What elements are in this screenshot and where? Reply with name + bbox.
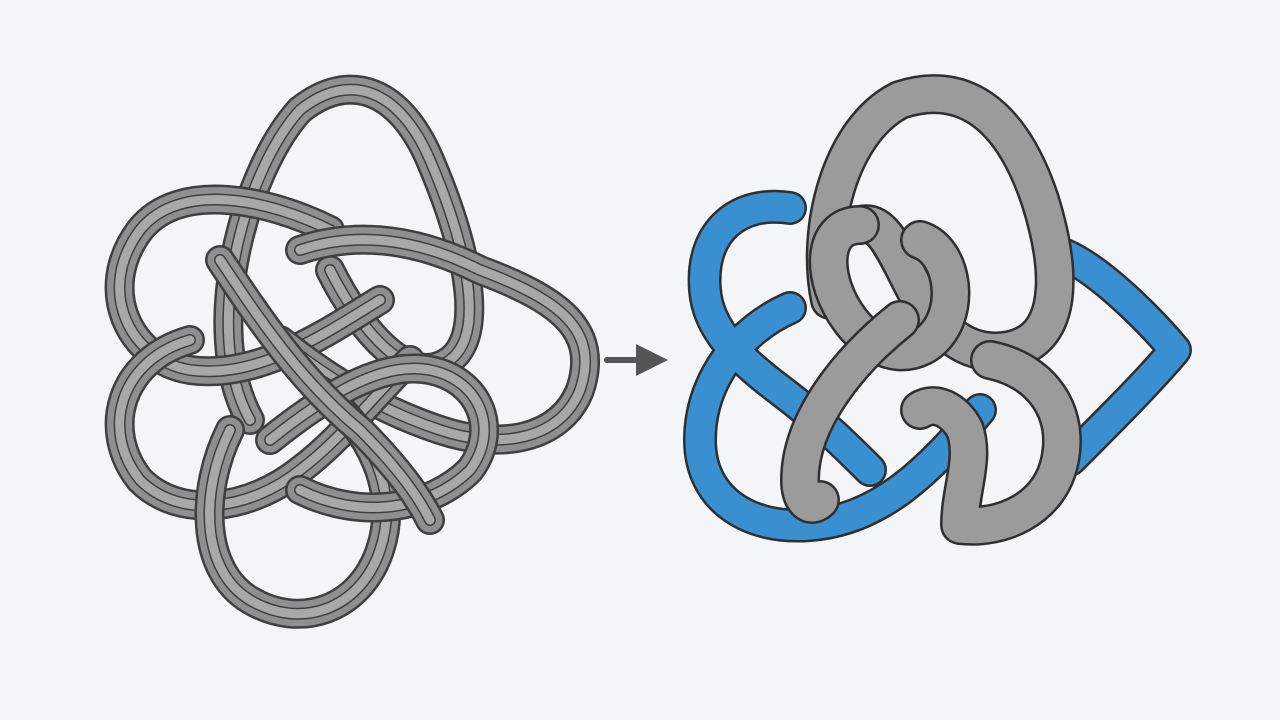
tube-stripe — [215, 255, 435, 525]
tangled-knot — [104, 74, 600, 629]
left-knot-strand-right-lobe — [265, 224, 600, 455]
left-knot-strand-right-bottom-loop — [255, 353, 500, 523]
tube-stripe — [265, 364, 489, 512]
right-arrow-icon — [604, 344, 668, 376]
tube-stripe — [275, 235, 590, 445]
gray-strand-top-loop — [805, 74, 1075, 372]
gray-strand-right-hook — [900, 340, 1082, 546]
gray-strand-lower-arc — [780, 300, 920, 524]
left-knot-strand-center-cross — [205, 245, 445, 535]
simplified-knot — [683, 74, 1192, 546]
